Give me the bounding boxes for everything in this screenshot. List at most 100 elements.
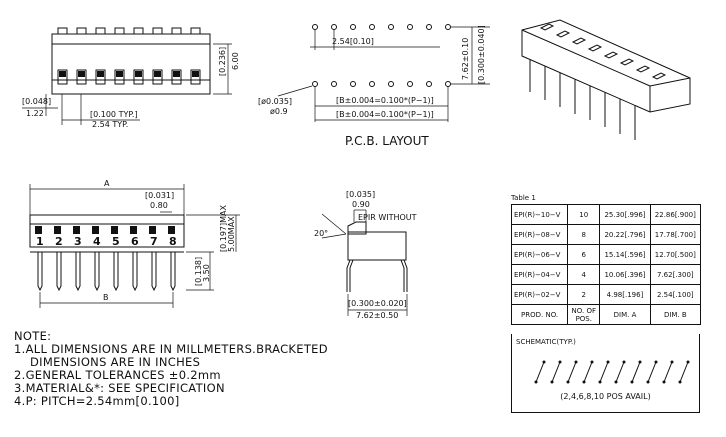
switch-symbol xyxy=(614,360,626,384)
pcb-b-formula-top: [B±0.004=0.100*(P−1)] xyxy=(336,96,434,105)
header-part: PROD. NO. xyxy=(510,304,569,325)
top-view-pitch-in: [0.100 TYP.] xyxy=(90,110,138,119)
pcb-layout: 2.54[0.10] 7.62±0.10 [0.300±0.040] [ø0.0… xyxy=(258,24,490,148)
table-header-row: PROD. NO. NO. OF POS. DIM. A DIM. B xyxy=(510,304,702,325)
dim-b-value: 17.78[.700] xyxy=(649,224,702,245)
pin-number: 2 xyxy=(55,235,63,248)
pcb-row-spacing-in: [0.300±0.040] xyxy=(477,25,486,84)
position-count: 2 xyxy=(567,284,601,305)
part-number: EPI(R)−06−V xyxy=(510,244,569,265)
pin-number: 7 xyxy=(150,235,158,248)
part-number: EPI(R)−04−V xyxy=(510,264,569,285)
notes-line-1b: DIMENSIONS ARE IN INCHES xyxy=(30,355,201,369)
dim-b-value: 12.70[.500] xyxy=(649,244,702,265)
header-dim-a: DIM. A xyxy=(599,304,651,325)
side-view: A [0.031] 0.80 1 2 3 4 5 6 7 8 xyxy=(29,179,240,308)
dim-a-value: 25.30[.996] xyxy=(599,204,651,225)
pin-number: 8 xyxy=(169,235,177,248)
notes-line-1: 1.ALL DIMENSIONS ARE IN MILLMETERS.BRACK… xyxy=(14,342,328,356)
pcb-title: P.C.B. LAYOUT xyxy=(345,134,429,148)
dim-b-value: 22.86[.900] xyxy=(649,204,702,225)
top-view-offset-in: [0.048] xyxy=(22,97,51,106)
switch-symbol xyxy=(662,360,674,384)
side-view-actuators xyxy=(35,226,175,234)
dim-a-value: 15.14[.596] xyxy=(599,244,651,265)
top-view-offset: 1.22 xyxy=(26,109,44,118)
side-view-body xyxy=(29,214,185,248)
pin-number: 4 xyxy=(93,235,101,248)
pin-number: 5 xyxy=(112,235,120,248)
top-view-lower-body xyxy=(51,79,211,95)
table-title: Table 1 xyxy=(511,194,536,202)
table-row: EPI(R)−06−V 6 15.14[.596] 12.70[.500] xyxy=(510,244,702,265)
switch-symbol xyxy=(678,360,690,384)
parts-table-block: Table 1 EPI(R)−10−V 10 25.30[.996] 22.86… xyxy=(510,194,702,325)
pcb-holes-bottom-row xyxy=(312,81,451,87)
side-view-dim-031: 0.80 xyxy=(150,201,168,210)
table-row: EPI(R)−08−V 8 20.22[.796] 17.78[.700] xyxy=(510,224,702,245)
part-number: EPI(R)−10−V xyxy=(510,204,569,225)
top-view-upper-tabs xyxy=(57,27,201,35)
end-view-body xyxy=(347,231,407,261)
pcb-b-formula-bottom: [B±0.004=0.100*(P−1)] xyxy=(336,110,434,119)
dim-a-value: 4.98[.196] xyxy=(599,284,651,305)
dim-b-value: 2.54[.100] xyxy=(649,284,702,305)
pin-number: 6 xyxy=(131,235,139,248)
pin-number: 3 xyxy=(74,235,82,248)
position-count: 6 xyxy=(567,244,601,265)
side-view-dim-max-in: [0.197]MAX xyxy=(219,204,228,252)
side-view-pin-numbers: 1 2 3 4 5 6 7 8 xyxy=(36,235,177,248)
switch-symbol xyxy=(646,360,658,384)
end-view-angle: 20° xyxy=(314,229,328,238)
end-view-dim-035: 0.90 xyxy=(352,200,370,209)
part-number: EPI(R)−02−V xyxy=(510,284,569,305)
part-number: EPI(R)−08−V xyxy=(510,224,569,245)
position-count: 8 xyxy=(567,224,601,245)
isometric-view xyxy=(521,19,691,140)
top-view-upper-body xyxy=(51,33,211,45)
dim-a-value: 10.06[.396] xyxy=(599,264,651,285)
schematic-switches xyxy=(534,360,690,384)
switch-symbol xyxy=(534,360,546,384)
schematic-title: SCHEMATIC(TYP.) xyxy=(516,338,576,346)
table-row: EPI(R)−04−V 4 10.06[.396] 7.62[.300] xyxy=(510,264,702,285)
notes-line-3: 3.MATERIAL&*: SEE SPECIFICATION xyxy=(14,381,225,395)
notes-line-4: 4.P: PITCH=2.54mm[0.100] xyxy=(14,394,180,408)
dim-a-value: 20.22[.796] xyxy=(599,224,651,245)
pcb-hole-dia: ø0.9 xyxy=(270,107,288,116)
pcb-holes-top-row xyxy=(312,24,451,30)
switch-symbol xyxy=(598,360,610,384)
switch-symbol xyxy=(582,360,594,384)
position-count: 10 xyxy=(567,204,601,225)
header-pos-line1: NO. OF xyxy=(571,306,596,315)
switch-symbol xyxy=(630,360,642,384)
side-view-pins xyxy=(37,252,176,292)
notes-block: NOTE: 1.ALL DIMENSIONS ARE IN MILLMETERS… xyxy=(14,330,354,408)
top-view-switch-actuators xyxy=(57,69,201,85)
table-row: EPI(R)−10−V 10 25.30[.996] 22.86[.900] xyxy=(510,204,702,225)
isometric-pins xyxy=(529,60,636,140)
schematic-box: SCHEMATIC(TYP.) (2,4,6,8,10 POS AVAIL) xyxy=(511,334,700,413)
side-view-dim-a: A xyxy=(104,179,110,188)
pcb-pitch-label: 2.54[0.10] xyxy=(332,37,374,46)
top-view-pitch: 2.54 TYP. xyxy=(92,120,128,129)
parts-table: EPI(R)−10−V 10 25.30[.996] 22.86[.900] E… xyxy=(510,204,702,325)
switch-symbol xyxy=(550,360,562,384)
top-view-height: 6.00 xyxy=(231,52,240,70)
dim-b-value: 7.62[.300] xyxy=(649,264,702,285)
side-view-dim-031-in: [0.031] xyxy=(145,191,174,200)
top-view: [0.236] 6.00 [0.048] 1.22 [0.100 TYP.] 2… xyxy=(22,27,240,129)
position-count: 4 xyxy=(567,264,601,285)
header-pos: NO. OF POS. xyxy=(567,304,601,325)
pcb-hole-dia-in: [ø0.035] xyxy=(258,97,292,106)
end-view-dim-width: 7.62±0.50 xyxy=(356,311,398,320)
notes-line-2: 2.GENERAL TOLERANCES ±0.2mm xyxy=(14,368,221,382)
end-view-label: EPIR WITHOUT xyxy=(358,213,417,222)
header-pos-line2: POS. xyxy=(575,314,592,323)
pin-number: 1 xyxy=(36,235,44,248)
table-row: EPI(R)−02−V 2 4.98[.196] 2.54[.100] xyxy=(510,284,702,305)
isometric-switch-tabs xyxy=(539,23,667,80)
top-view-height-in: [0.236] xyxy=(218,47,227,76)
end-view-dim-035-in: [0.035] xyxy=(346,190,375,199)
